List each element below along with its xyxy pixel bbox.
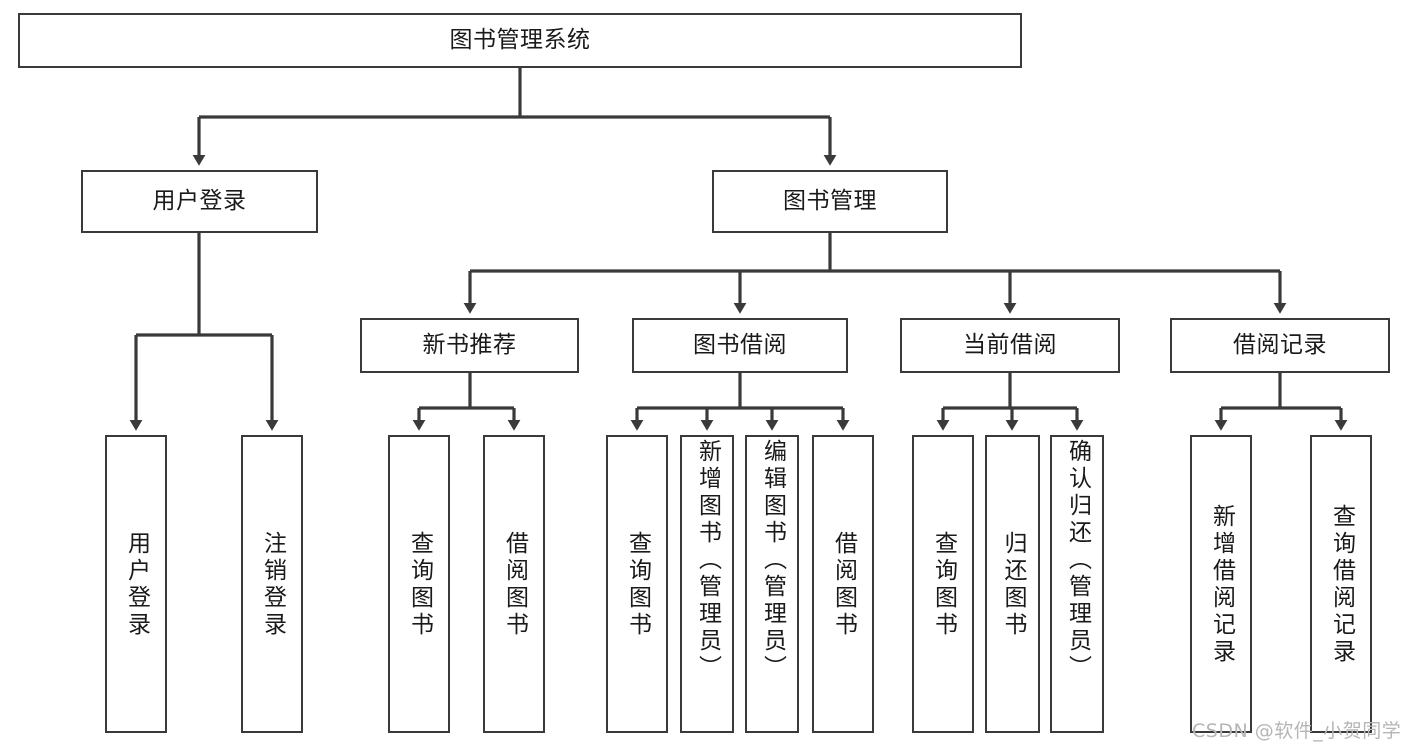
leaf-query-book-recommend-label: 查询图书 [406,531,433,639]
leaf-add-book-admin-label: 新增图书（管理员） [694,439,721,682]
node-new-book-recommend-label: 新书推荐 [422,332,517,359]
leaf-borrow-book[interactable]: 借阅图书 [812,435,874,733]
leaf-confirm-return-admin[interactable]: 确认归还（管理员） [1050,435,1104,733]
node-borrow-record-label: 借阅记录 [1233,332,1327,359]
node-current-borrow[interactable]: 当前借阅 [900,318,1120,373]
node-root-label: 图书管理系统 [449,27,591,54]
node-user-login[interactable]: 用户登录 [81,170,318,233]
node-borrow-record[interactable]: 借阅记录 [1170,318,1390,373]
leaf-user-logout-label: 注销登录 [259,531,286,639]
leaf-add-borrow-record[interactable]: 新增借阅记录 [1190,435,1252,733]
leaf-query-borrow-record[interactable]: 查询借阅记录 [1310,435,1372,733]
leaf-borrow-book-recommend[interactable]: 借阅图书 [483,435,545,733]
leaf-confirm-return-admin-label: 确认归还（管理员） [1064,439,1091,682]
leaf-add-book-admin[interactable]: 新增图书（管理员） [680,435,734,733]
leaf-user-logout[interactable]: 注销登录 [241,435,303,733]
leaf-query-book-current[interactable]: 查询图书 [912,435,974,733]
leaf-add-borrow-record-label: 新增借阅记录 [1208,504,1235,666]
leaf-borrow-book-recommend-label: 借阅图书 [501,531,528,639]
leaf-user-login-label: 用户登录 [123,531,150,639]
node-book-borrow[interactable]: 图书借阅 [632,318,848,373]
node-root[interactable]: 图书管理系统 [18,13,1022,68]
csdn-watermark: CSDN @软件_小贺同学 [1192,720,1402,742]
node-new-book-recommend[interactable]: 新书推荐 [360,318,579,373]
leaf-query-borrow-record-label: 查询借阅记录 [1328,504,1355,666]
leaf-return-book-label: 归还图书 [1000,531,1026,639]
leaf-query-book-borrow[interactable]: 查询图书 [606,435,668,733]
node-current-borrow-label: 当前借阅 [963,332,1057,359]
leaf-return-book[interactable]: 归还图书 [985,435,1040,733]
leaf-edit-book-admin[interactable]: 编辑图书（管理员） [745,435,799,733]
leaf-edit-book-admin-label: 编辑图书（管理员） [759,439,786,682]
leaf-query-book-borrow-label: 查询图书 [624,531,651,639]
node-book-management[interactable]: 图书管理 [712,170,948,233]
leaf-query-book-current-label: 查询图书 [930,531,957,639]
node-book-management-label: 图书管理 [783,188,877,215]
leaf-borrow-book-label: 借阅图书 [830,531,857,639]
node-book-borrow-label: 图书借阅 [693,332,787,359]
leaf-query-book-recommend[interactable]: 查询图书 [388,435,450,733]
node-user-login-label: 用户登录 [152,188,247,215]
leaf-user-login[interactable]: 用户登录 [105,435,167,733]
